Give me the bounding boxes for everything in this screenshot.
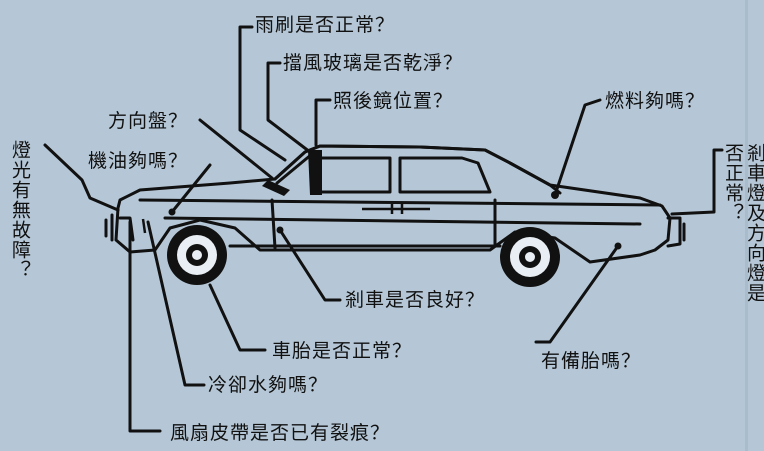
pointer-dots	[168, 191, 622, 250]
front-wheel	[167, 225, 227, 285]
label-fuel: 燃料夠嗎？	[605, 90, 706, 112]
rear-window	[398, 156, 492, 194]
label-coolant: 冷卻水夠嗎？	[208, 374, 329, 396]
label-tires: 車胎是否正常？	[272, 340, 413, 362]
label-mirror: 照後鏡位置？	[333, 90, 454, 112]
leader-brakes	[278, 228, 342, 302]
label-engine-oil: 機油夠嗎？	[88, 150, 189, 172]
label-brakes: 剎車是否良好？	[345, 289, 486, 311]
leader-coolant	[146, 220, 206, 387]
belt-line	[138, 198, 662, 207]
rear-bumper	[666, 216, 686, 248]
front-bumper	[104, 213, 135, 242]
leader-steering	[198, 118, 274, 180]
windshield-outline	[275, 152, 314, 185]
label-steering: 方向盤？	[108, 110, 189, 132]
leader-fuel	[553, 98, 602, 197]
steering-wheel-mark	[262, 180, 290, 196]
label-spare-tire: 有備胎嗎？	[541, 350, 642, 372]
leader-lights	[43, 143, 120, 212]
leader-windshield	[266, 61, 312, 154]
label-wiper: 雨刷是否正常？	[255, 14, 396, 36]
page-seam	[745, 0, 748, 451]
label-windshield: 擋風玻璃是否乾淨？	[283, 52, 464, 74]
door-seam-front	[270, 198, 277, 250]
leader-engine-oil	[170, 163, 212, 214]
rear-wheel	[500, 227, 560, 287]
leader-mirror	[314, 98, 332, 147]
leader-brake-lights	[670, 148, 724, 216]
door-details	[141, 204, 430, 234]
label-brake-lights: 剎車燈及方向燈是否正常？	[722, 143, 764, 303]
leader-fan-belt	[128, 220, 162, 433]
lower-body-line	[163, 216, 642, 226]
label-lights: 燈光有無故障？	[9, 140, 31, 280]
leader-spare-tire	[534, 244, 620, 344]
leader-lines	[43, 25, 724, 433]
leader-tires	[208, 283, 267, 352]
a-pillar	[308, 150, 322, 195]
label-fan-belt: 風扇皮帶是否已有裂痕？	[170, 422, 391, 444]
front-window	[316, 156, 392, 194]
leader-wiper	[238, 25, 287, 162]
